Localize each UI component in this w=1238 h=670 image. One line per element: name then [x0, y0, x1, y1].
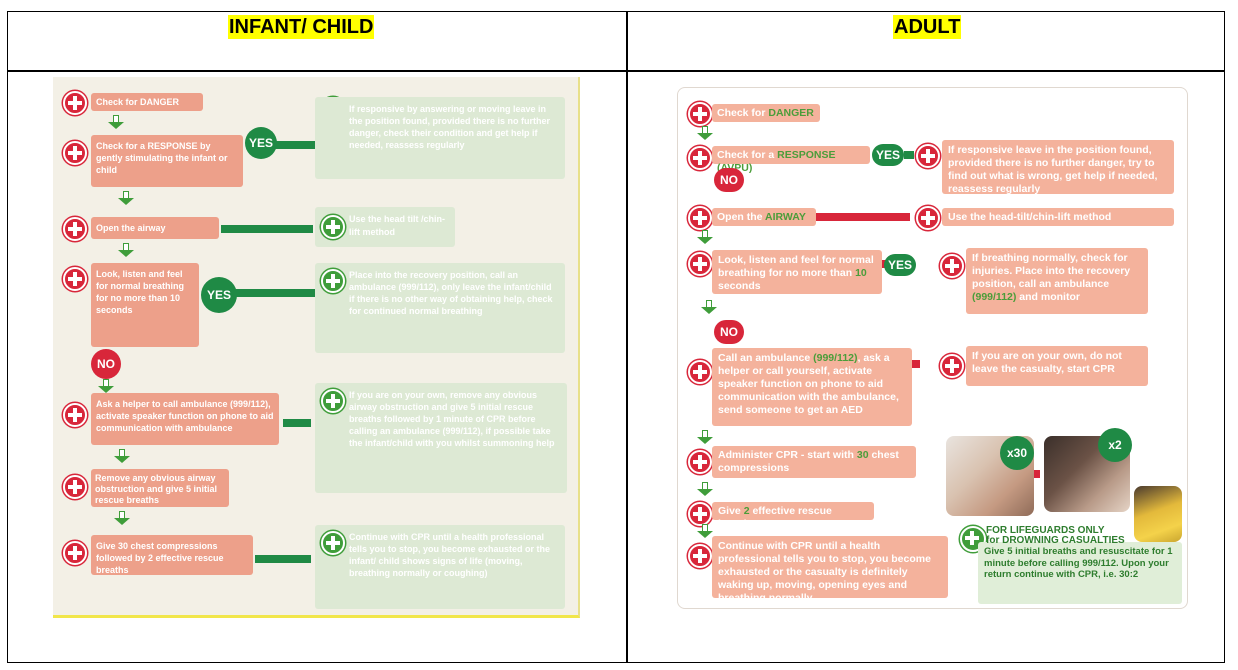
- infant-step-call-ambulance: Ask a helper to call ambulance (999/112)…: [91, 393, 279, 445]
- down-arrow-icon: [697, 482, 713, 496]
- plus-icon: [916, 206, 940, 230]
- arrow-connector: [221, 225, 313, 233]
- plus-icon: [688, 102, 712, 126]
- yes-badge: YES: [884, 254, 916, 276]
- plus-icon: [688, 450, 712, 474]
- adult-outcome-breathing-normally: If breathing normally, check for injurie…: [966, 248, 1148, 314]
- plus-icon: [63, 141, 87, 165]
- plus-icon: [321, 269, 345, 293]
- down-arrow-icon: [114, 511, 130, 525]
- header-divider: [8, 70, 1224, 72]
- comparison-table: [7, 11, 1225, 663]
- plus-icon: [688, 360, 712, 384]
- plus-icon: [688, 544, 712, 568]
- no-badge: NO: [714, 168, 744, 192]
- down-arrow-icon: [118, 191, 134, 205]
- adult-outcome-responsive: If responsive leave in the position foun…: [942, 140, 1174, 195]
- plus-icon: [940, 354, 964, 378]
- header-adult: ADULT: [893, 15, 962, 39]
- adult-step-breathing: Look, listen and feel for normal breathi…: [712, 250, 882, 294]
- infant-step-compressions: Give 30 chest compressions followed by 2…: [91, 535, 253, 575]
- plus-icon: [688, 146, 712, 170]
- arrow-connector: [283, 419, 311, 427]
- plus-icon: [321, 531, 345, 555]
- adult-step-danger: Check for DANGER: [712, 104, 820, 122]
- arrow-connector: [816, 213, 910, 221]
- plus-icon: [63, 541, 87, 565]
- plus-icon: [63, 91, 87, 115]
- adult-step-continue-cpr: Continue with CPR until a health profess…: [712, 536, 948, 604]
- lifeguard-photo: [1134, 486, 1182, 542]
- down-arrow-icon: [118, 243, 134, 257]
- plus-icon: [688, 502, 712, 526]
- infant-step-airway: Open the airway: [91, 217, 219, 239]
- down-arrow-icon: [697, 430, 713, 444]
- adult-outcome-head-tilt: Use the head-tilt/chin-lift method: [942, 208, 1174, 226]
- arrow-connector: [255, 555, 311, 563]
- infant-outcome-on-own: If you are on your own, remove any obvio…: [315, 383, 567, 493]
- no-badge: NO: [714, 320, 744, 344]
- infant-step-response: Check for a RESPONSE by gently stimulati…: [91, 135, 243, 187]
- yes-badge: YES: [201, 277, 237, 313]
- x30-badge: x30: [1000, 436, 1034, 470]
- infant-step-obstruction: Remove any obvious airway obstruction an…: [91, 469, 229, 507]
- adult-step-rescue-breaths: Give 2 effective rescue breaths: [712, 502, 874, 530]
- infant-outcome-recovery: Place into the recovery position, call a…: [315, 263, 565, 353]
- infant-step-breathing: Look, listen and feel for normal breathi…: [91, 263, 199, 347]
- adult-step-administer-cpr: Administer CPR - start with 30 chest com…: [712, 446, 916, 478]
- lifeguard-note: Give 5 initial breaths and resuscitate f…: [978, 542, 1182, 604]
- down-arrow-icon: [697, 126, 713, 140]
- plus-icon: [916, 144, 940, 168]
- infant-outcome-continue-cpr: Continue with CPR until a health profess…: [315, 525, 565, 609]
- down-arrow-icon: [697, 230, 713, 244]
- plus-icon: [688, 206, 712, 230]
- infant-child-flowchart: Check for DANGER Check for a RESPONSE by…: [53, 77, 580, 618]
- arrow-connector: [275, 141, 315, 149]
- adult-step-response: Check for a RESPONSE (AVPU): [712, 146, 870, 174]
- adult-step-airway: Open the AIRWAY: [712, 208, 816, 226]
- x2-badge: x2: [1098, 428, 1132, 462]
- plus-icon: [321, 389, 345, 413]
- arrow-connector: [904, 151, 914, 159]
- arrow-connector: [1034, 470, 1040, 478]
- yes-badge: YES: [872, 144, 904, 166]
- plus-icon: [688, 252, 712, 276]
- adult-flowchart: Check for DANGER Check for a RESPONSE (A…: [677, 87, 1188, 609]
- down-arrow-icon: [108, 115, 124, 129]
- down-arrow-icon: [114, 449, 130, 463]
- down-arrow-icon: [701, 300, 717, 314]
- plus-icon: [63, 475, 87, 499]
- plus-icon: [321, 215, 345, 239]
- header-infant-child: INFANT/ CHILD: [228, 15, 375, 39]
- plus-icon: [940, 254, 964, 278]
- arrow-connector: [235, 289, 315, 297]
- infant-outcome-responsive: If responsive by answering or moving lea…: [315, 97, 565, 179]
- infant-step-danger: Check for DANGER: [91, 93, 203, 111]
- yes-badge: YES: [245, 127, 277, 159]
- adult-outcome-on-own: If you are on your own, do not leave the…: [966, 346, 1148, 386]
- plus-icon: [63, 267, 87, 291]
- infant-outcome-head-tilt: Use the head tilt /chin-lift method: [315, 207, 455, 247]
- arrow-connector: [912, 360, 920, 368]
- plus-icon: [63, 403, 87, 427]
- down-arrow-icon: [697, 524, 713, 538]
- plus-icon: [63, 217, 87, 241]
- column-divider: [626, 12, 628, 662]
- no-badge: NO: [91, 349, 121, 379]
- down-arrow-icon: [98, 379, 114, 393]
- adult-step-call-ambulance: Call an ambulance (999/112), ask a helpe…: [712, 348, 912, 426]
